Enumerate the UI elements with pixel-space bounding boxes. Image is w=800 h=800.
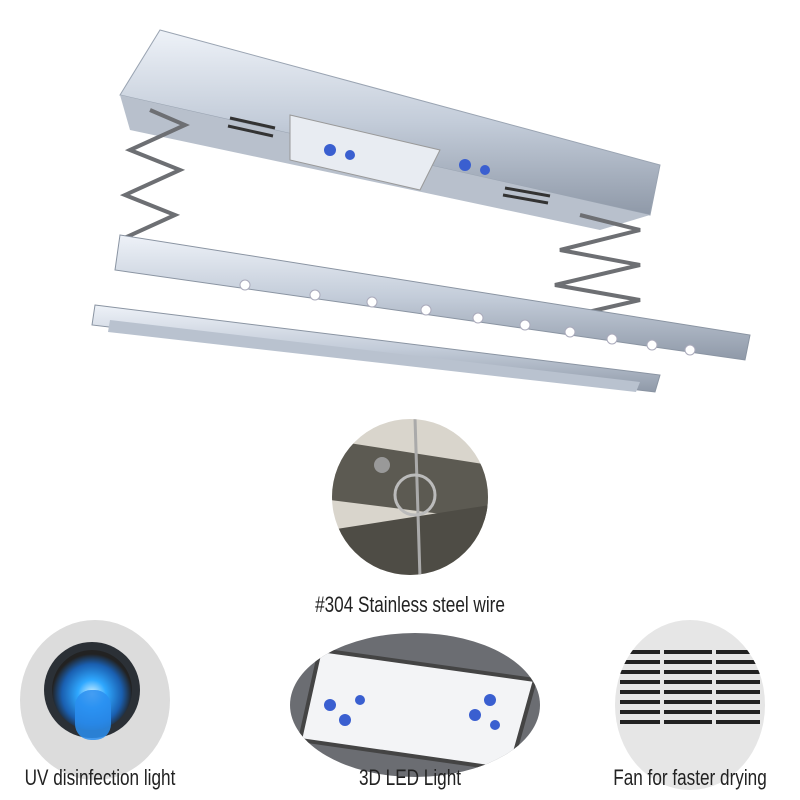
led-light-closeup — [290, 633, 540, 777]
scissor-lift-arms — [119, 108, 641, 317]
led-light-caption: 3D LED Light — [358, 765, 462, 790]
drying-bars — [91, 234, 751, 393]
rack-top-housing — [119, 29, 661, 230]
uv-light-caption: UV disinfection light — [24, 765, 176, 790]
uv-light-closeup — [20, 620, 170, 780]
fan-vent-closeup — [615, 620, 765, 790]
steel-wire-caption: #304 Stainless steel wire — [315, 592, 505, 617]
steel-wire-closeup — [332, 419, 488, 575]
fan-caption: Fan for faster drying — [613, 765, 767, 790]
